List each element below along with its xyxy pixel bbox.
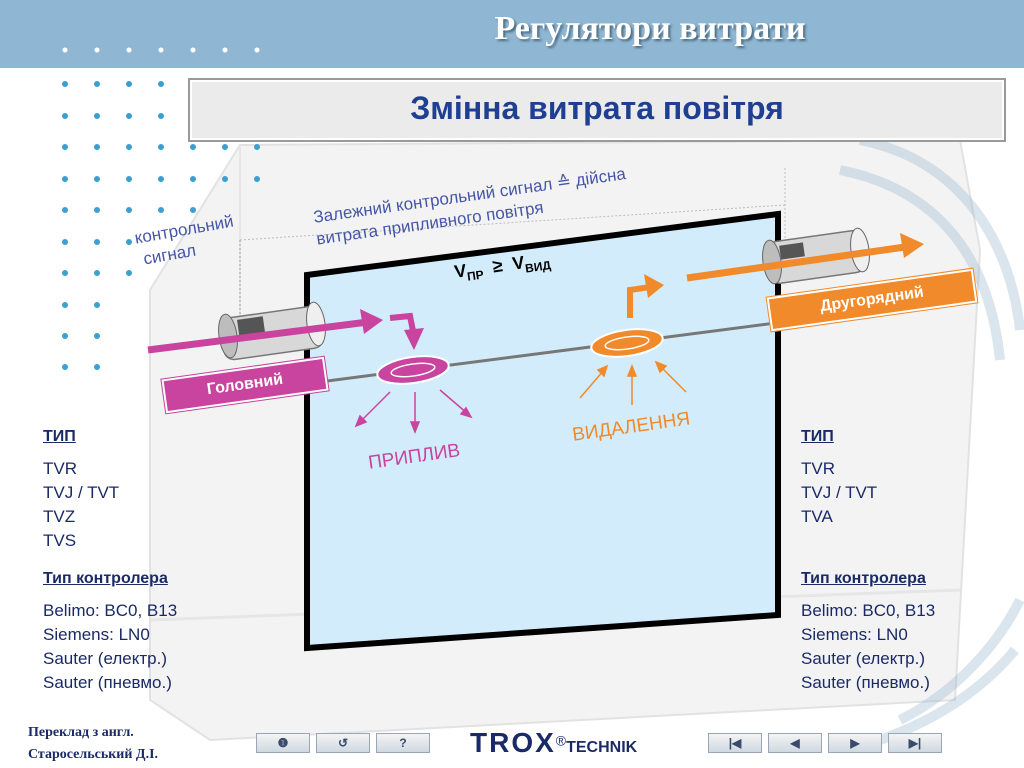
left-controller-item: Sauter (електр.) <box>43 649 167 668</box>
right-controller-item: Siemens: LN0 <box>801 625 908 644</box>
info-button[interactable]: ❶ <box>256 733 310 753</box>
duct-line <box>241 314 831 394</box>
left-type-item: TVR <box>43 459 77 478</box>
subtitle: Змінна витрата повітря <box>410 90 784 126</box>
first-icon: |◀ <box>728 736 742 750</box>
info-icon: ❶ <box>277 736 289 750</box>
first-slide-button[interactable]: |◀ <box>708 733 762 753</box>
formula-ge: ≥ <box>491 255 504 277</box>
room-panel <box>304 210 781 652</box>
header-bar <box>0 0 1024 68</box>
help-button[interactable]: ? <box>376 733 430 753</box>
slide-title: Регулятори витрати <box>494 10 806 47</box>
credit-line-2: Старосельський Д.І. <box>28 747 159 762</box>
return-button[interactable]: ↺ <box>316 733 370 753</box>
right-type-header: ТИП <box>801 428 834 445</box>
exhaust-diffuser-icon <box>590 328 664 358</box>
right-controller-item: Sauter (пневмо.) <box>801 673 930 692</box>
supply-arrow-icon <box>147 309 424 354</box>
left-type-item: TVS <box>43 531 77 550</box>
dot-pattern <box>62 47 260 370</box>
supply-diffuser-icon <box>376 355 450 385</box>
left-controller-item: Belimo: BC0, B13 <box>43 601 178 620</box>
translation-credit: Переклад з англ. Старосельський Д.І. <box>28 722 158 766</box>
next-slide-button[interactable]: ▶ <box>828 733 882 753</box>
exhaust-arrow-icon <box>686 233 924 282</box>
next-icon: ▶ <box>850 736 860 750</box>
logo-reg: ® <box>555 732 567 749</box>
help-icon: ? <box>399 736 407 750</box>
left-controller-item: Sauter (пневмо.) <box>43 673 172 692</box>
right-controller-header: Тип контролера <box>801 570 926 587</box>
left-controller-item: Siemens: LN0 <box>43 625 150 644</box>
left-type-item: TVJ / TVT <box>43 483 120 502</box>
prev-icon: ◀ <box>790 736 800 750</box>
right-type-item: TVA <box>801 507 833 526</box>
right-type-item: TVR <box>801 459 835 478</box>
left-type-item: TVZ <box>43 507 76 526</box>
right-spec-column: ТИП TVR TVJ / TVT TVA Тип контролера Bel… <box>801 425 935 695</box>
last-icon: ▶| <box>908 736 922 750</box>
prev-slide-button[interactable]: ◀ <box>768 733 822 753</box>
trox-logo: TROX®TECHNIK <box>470 727 637 759</box>
right-controller-item: Sauter (електр.) <box>801 649 925 668</box>
right-type-item: TVJ / TVT <box>801 483 878 502</box>
supply-flow-arrows-icon <box>354 389 473 435</box>
last-slide-button[interactable]: ▶| <box>888 733 942 753</box>
exhaust-up-arrow-icon <box>627 274 664 318</box>
credit-line-1: Переклад з англ. <box>28 725 134 740</box>
exhaust-flow-arrows-icon <box>579 360 687 405</box>
right-controller-item: Belimo: BC0, B13 <box>801 601 936 620</box>
return-icon: ↺ <box>337 736 349 750</box>
subtitle-box: Змінна витрата повітря <box>188 78 1006 142</box>
left-type-header: ТИП <box>43 428 76 445</box>
logo-brand: TROX <box>470 727 556 758</box>
left-controller-header: Тип контролера <box>43 570 168 587</box>
left-spec-column: ТИП TVR TVJ / TVT TVZ TVS Тип контролера… <box>43 425 177 695</box>
formula-sub-supply: ПР <box>466 267 485 284</box>
logo-suffix: TECHNIK <box>566 739 638 756</box>
